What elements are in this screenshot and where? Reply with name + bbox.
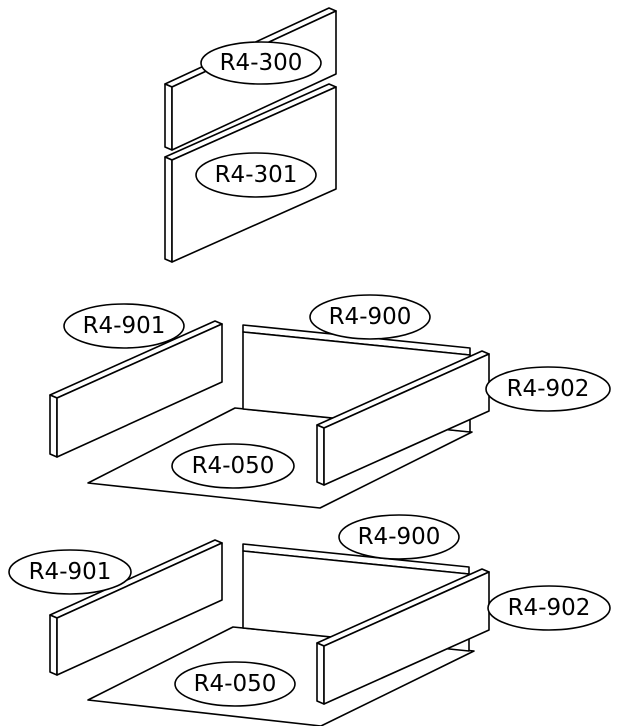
part-number-label: R4-900 — [358, 524, 441, 550]
callout-drawer-2-right: R4-902 — [487, 585, 611, 631]
callout-drawer-2-bottom: R4-050 — [174, 661, 296, 707]
part-number-label: R4-301 — [215, 162, 298, 188]
drawer-1-right-side-panel — [316, 350, 490, 486]
part-number-label: R4-050 — [194, 671, 277, 697]
drawer-2-right-side-panel — [316, 568, 490, 705]
part-number-label: R4-902 — [507, 376, 590, 402]
part-number-label: R4-300 — [220, 50, 303, 76]
part-number-label: R4-900 — [329, 304, 412, 330]
callout-front-lower: R4-301 — [195, 152, 317, 198]
callout-front-upper: R4-300 — [200, 41, 322, 85]
part-number-label: R4-902 — [508, 595, 591, 621]
part-number-label: R4-901 — [83, 313, 166, 339]
callout-drawer-2-back: R4-900 — [338, 514, 460, 560]
callout-drawer-1-right: R4-902 — [485, 366, 611, 412]
callout-drawer-1-bottom: R4-050 — [171, 443, 295, 489]
part-number-label: R4-050 — [192, 453, 275, 479]
part-number-label: R4-901 — [29, 559, 112, 585]
callout-drawer-1-left: R4-901 — [63, 303, 185, 349]
callout-drawer-2-left: R4-901 — [8, 549, 132, 595]
drawer-2-left-side-panel — [49, 539, 223, 676]
callout-drawer-1-back: R4-900 — [309, 294, 431, 340]
drawer-1-left-side-panel — [49, 320, 223, 458]
